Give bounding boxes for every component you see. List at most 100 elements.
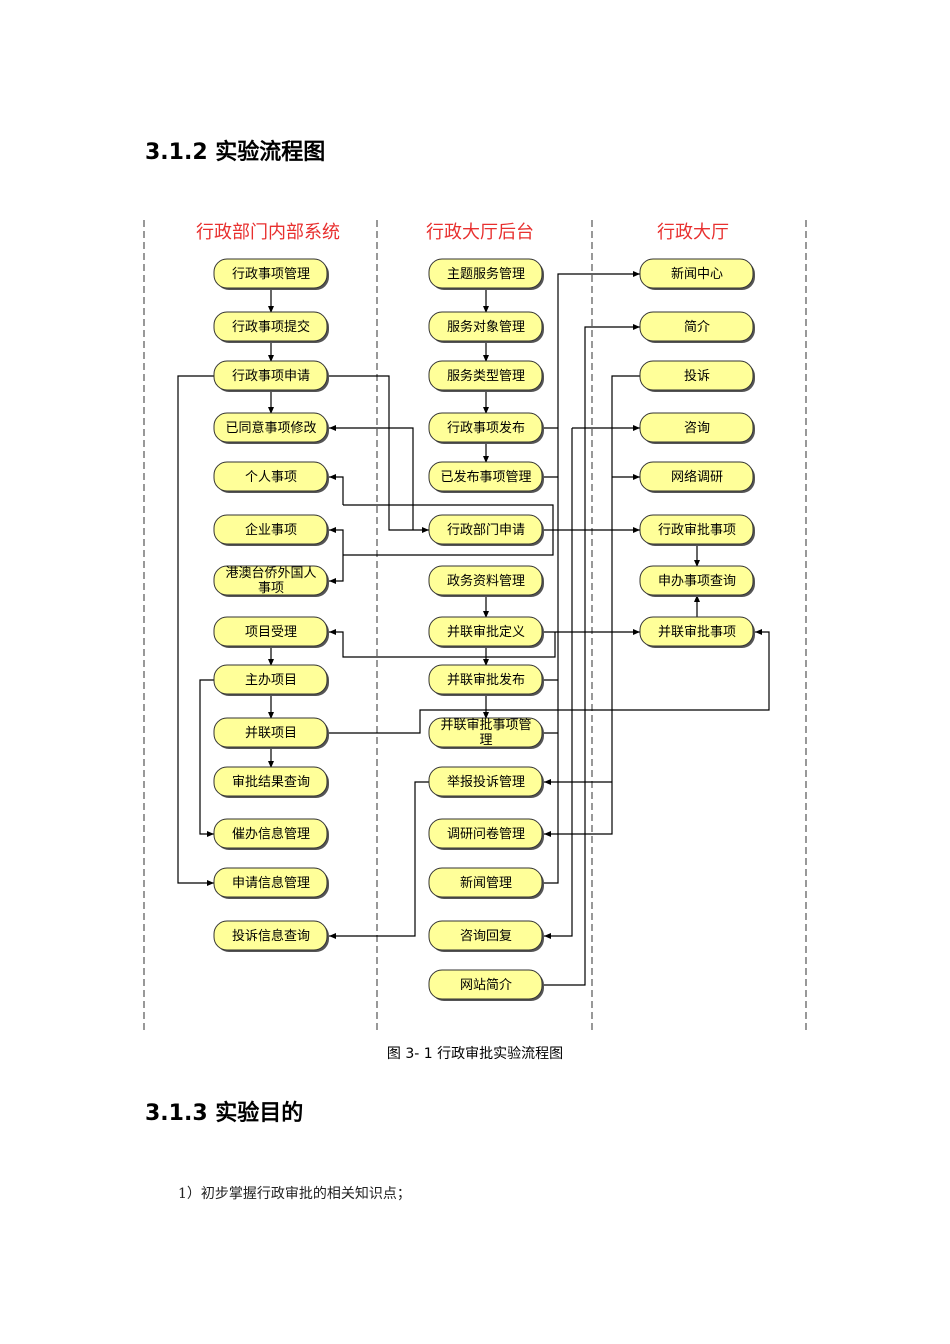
node-label: 行政事项管理 — [232, 267, 310, 282]
lane-title-backend: 行政大厅后台 — [426, 222, 534, 243]
node-label: 投诉信息查询 — [232, 928, 310, 944]
node-label: 项目受理 — [245, 625, 297, 640]
node-label: 政务资料管理 — [447, 573, 525, 589]
node-box — [639, 311, 754, 342]
node-label: 主题服务管理 — [447, 266, 525, 282]
node-label: 并联审批事项管 — [440, 718, 531, 733]
node-label: 申请信息管理 — [232, 875, 310, 891]
flow-node: 举报投诉管理 — [428, 766, 544, 798]
node-box — [428, 258, 543, 289]
flow-node: 并联审批事项 — [639, 616, 755, 648]
node-box — [639, 616, 754, 647]
flow-node: 申请信息管理 — [213, 867, 329, 899]
node-box — [428, 867, 543, 898]
node-box — [213, 818, 328, 849]
connectors — [177, 271, 770, 986]
node-box — [428, 969, 543, 1000]
flow-node: 已发布事项管理 — [428, 461, 544, 493]
figure-caption: 图 3- 1 行政审批实验流程图 — [386, 1046, 564, 1062]
node-label: 行政事项提交 — [232, 319, 310, 335]
node-label: 调研问卷管理 — [447, 826, 525, 842]
flow-node: 咨询 — [639, 412, 755, 444]
flow-node: 主办项目 — [213, 664, 329, 696]
node-box — [639, 412, 754, 443]
node-label: 事项 — [258, 581, 284, 596]
node-label: 港澳台侨外国人 — [225, 565, 316, 581]
flow-node: 行政事项管理 — [213, 258, 329, 290]
node-box — [428, 616, 543, 647]
node-label: 并联项目 — [245, 726, 297, 741]
node-box — [639, 360, 754, 391]
node-label: 理 — [479, 733, 492, 748]
node-box — [213, 311, 328, 342]
node-label: 举报投诉管理 — [447, 774, 525, 790]
flow-nodes: 行政事项管理行政事项提交行政事项申请已同意事项修改个人事项企业事项港澳台侨外国人… — [213, 258, 755, 1001]
node-label: 审批结果查询 — [232, 775, 310, 790]
node-label: 行政审批事项 — [658, 523, 736, 538]
node-label: 新闻管理 — [460, 875, 512, 891]
flow-node: 新闻管理 — [428, 867, 544, 899]
node-label: 个人事项 — [245, 470, 297, 485]
node-box — [213, 565, 328, 596]
node-label: 咨询回复 — [460, 929, 512, 944]
node-box — [213, 616, 328, 647]
node-box — [213, 867, 328, 898]
objective-item: 1）初步掌握行政审批的相关知识点； — [178, 1186, 411, 1202]
flow-node: 已同意事项修改 — [213, 412, 329, 444]
flow-node: 并联审批定义 — [428, 616, 544, 648]
flow-node: 企业事项 — [213, 514, 329, 546]
node-label: 行政事项发布 — [447, 420, 525, 436]
node-box — [428, 360, 543, 391]
flow-node: 服务对象管理 — [428, 311, 544, 343]
node-box — [213, 766, 328, 797]
flow-node: 行政部门申请 — [428, 514, 544, 546]
node-box — [428, 664, 543, 695]
node-label: 服务类型管理 — [447, 368, 525, 384]
section-heading-3-1-2: 3.1.2 实验流程图 — [145, 140, 326, 165]
node-label: 企业事项 — [245, 522, 297, 538]
node-box — [428, 461, 543, 492]
node-label: 简介 — [684, 319, 710, 335]
flow-node: 并联项目 — [213, 717, 329, 749]
node-label: 行政事项申请 — [232, 369, 310, 384]
flow-node: 催办信息管理 — [213, 818, 329, 850]
node-box — [213, 717, 328, 748]
flow-node: 调研问卷管理 — [428, 818, 544, 850]
node-box — [213, 461, 328, 492]
node-label: 服务对象管理 — [447, 319, 525, 335]
node-label: 投诉 — [684, 368, 710, 384]
flow-node: 网站简介 — [428, 969, 544, 1001]
node-box — [428, 565, 543, 596]
node-label: 主办项目 — [245, 673, 297, 688]
flow-node: 并联审批发布 — [428, 664, 544, 696]
node-label: 申办事项查询 — [658, 574, 736, 589]
lane-titles: 行政部门内部系统 行政大厅后台 行政大厅 — [196, 222, 729, 243]
node-box — [213, 920, 328, 951]
node-label: 催办信息管理 — [232, 826, 310, 842]
flow-node: 投诉信息查询 — [213, 920, 329, 952]
flow-node: 行政事项提交 — [213, 311, 329, 343]
node-box — [213, 360, 328, 391]
node-box — [213, 412, 328, 443]
flow-node: 行政事项申请 — [213, 360, 329, 392]
flow-node: 新闻中心 — [639, 258, 755, 290]
node-label: 已发布事项管理 — [440, 469, 531, 485]
node-box — [428, 766, 543, 797]
node-box — [639, 461, 754, 492]
flow-node: 行政事项发布 — [428, 412, 544, 444]
flow-node: 投诉 — [639, 360, 755, 392]
flow-node: 主题服务管理 — [428, 258, 544, 290]
node-label: 新闻中心 — [671, 266, 723, 282]
node-box — [213, 664, 328, 695]
node-label: 已同意事项修改 — [225, 420, 316, 436]
node-box — [428, 311, 543, 342]
flow-node: 项目受理 — [213, 616, 329, 648]
node-label: 网络调研 — [671, 469, 723, 485]
node-box — [428, 717, 543, 748]
node-box — [639, 565, 754, 596]
node-label: 咨询 — [684, 421, 710, 436]
node-box — [428, 920, 543, 951]
section-heading-3-1-3: 3.1.3 实验目的 — [145, 1101, 304, 1126]
